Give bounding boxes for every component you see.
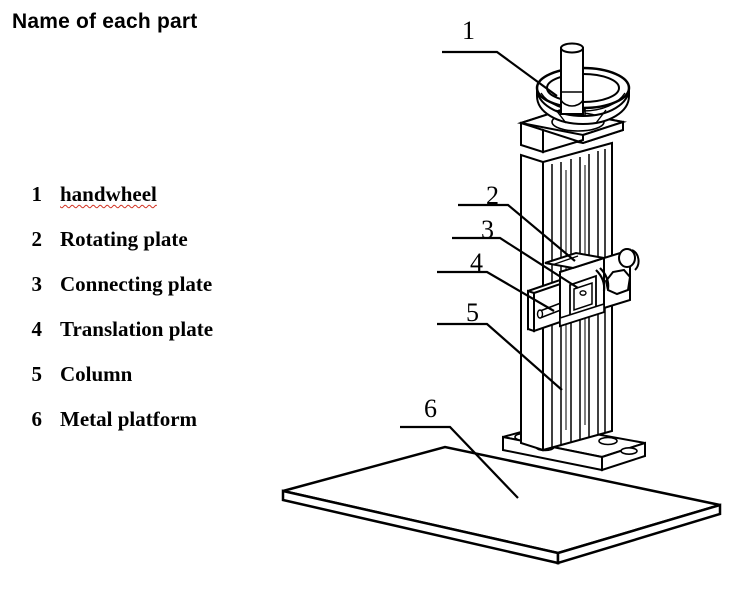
translation-plate-shape xyxy=(527,278,567,333)
parts-legend-list: 1 handwheel 2 Rotating plate 3 Connectin… xyxy=(0,182,300,452)
part-number: 3 xyxy=(31,272,43,296)
part-label: handwheel xyxy=(60,182,157,206)
list-item: 5 Column xyxy=(0,362,300,407)
leader-line-4 xyxy=(437,270,555,312)
part-number: 2 xyxy=(31,227,43,251)
column-shape xyxy=(520,141,613,452)
leader-line-1 xyxy=(442,50,558,97)
callout-number-5: 5 xyxy=(466,298,479,327)
list-item: 2 Rotating plate xyxy=(0,227,300,272)
list-item: 3 Connecting plate xyxy=(0,272,300,317)
part-label: Rotating plate xyxy=(60,227,188,251)
callout-number-2: 2 xyxy=(486,181,499,210)
part-number: 4 xyxy=(31,317,43,341)
callout-leader-lines xyxy=(400,50,579,499)
connecting-plate-shape xyxy=(559,256,605,328)
handwheel-shape xyxy=(535,42,631,126)
metal-platform-shape xyxy=(281,445,722,565)
callout-number-6: 6 xyxy=(424,394,437,423)
part-number: 1 xyxy=(31,182,43,206)
list-item: 6 Metal platform xyxy=(0,407,300,452)
part-number: 6 xyxy=(31,407,43,431)
callout-number-4: 4 xyxy=(470,248,483,277)
column-mount-plate xyxy=(502,423,646,472)
column-cap-block xyxy=(517,104,627,154)
leader-line-6 xyxy=(400,425,519,499)
callout-number-1: 1 xyxy=(462,16,475,45)
callout-number-3: 3 xyxy=(481,215,494,244)
list-item: 1 handwheel xyxy=(0,182,300,227)
part-label: Column xyxy=(60,362,133,386)
part-label: Metal platform xyxy=(60,407,198,431)
rotating-plate-shape xyxy=(544,248,640,328)
page-title: Name of each part xyxy=(12,10,198,33)
list-item: 4 Translation plate xyxy=(0,317,300,362)
part-number: 5 xyxy=(31,362,43,386)
part-label: Translation plate xyxy=(60,317,214,341)
leader-line-5 xyxy=(437,322,563,391)
part-label: Connecting plate xyxy=(60,272,213,296)
